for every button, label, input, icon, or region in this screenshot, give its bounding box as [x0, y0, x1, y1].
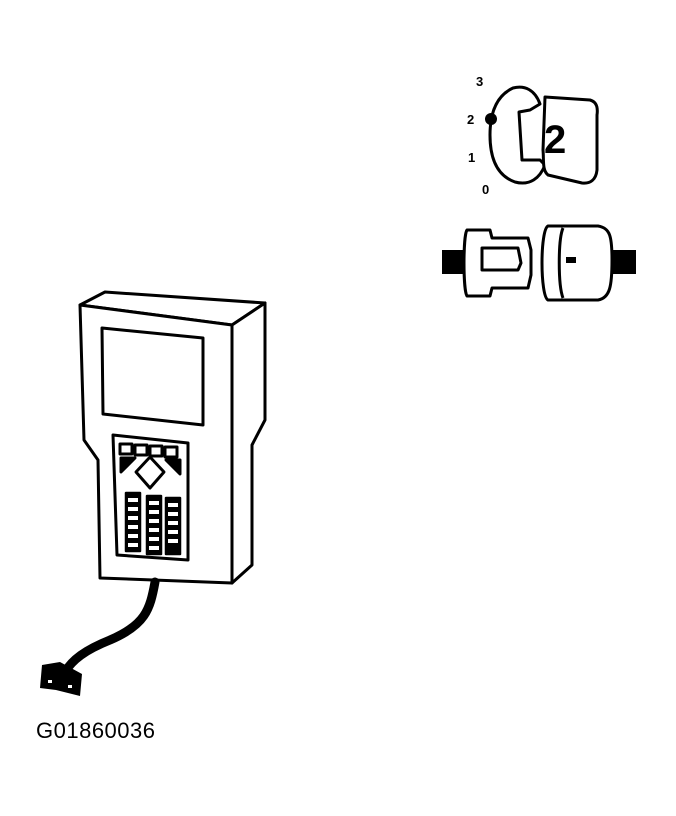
key-position-2-label: 2	[467, 112, 475, 127]
key-number-label: 2	[544, 118, 567, 162]
figure-id-label: G01860036	[36, 718, 156, 743]
key-position-1-label: 1	[468, 150, 476, 165]
key-position-0-label: 0	[482, 182, 490, 197]
key-position-3-label: 3	[476, 74, 484, 89]
